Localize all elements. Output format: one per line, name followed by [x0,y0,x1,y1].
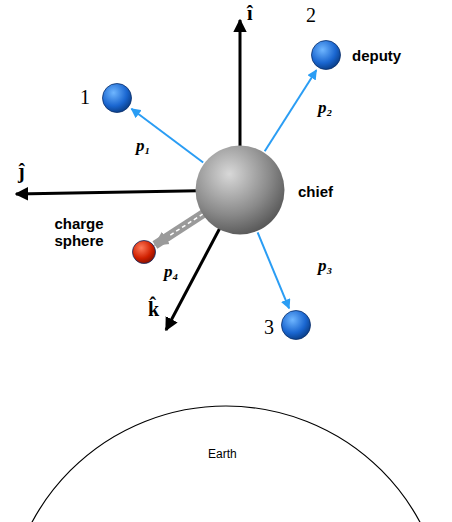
axis-label: î [247,2,253,25]
vector-label: p₃ [318,256,332,276]
axis-label: ĵ [18,160,25,183]
callout-number: 3 [264,316,274,339]
deputy-sphere-outline [311,40,341,70]
deputy-sphere: 1 [102,83,132,113]
earth-circle: Earth [5,405,447,522]
vector-label: p₁ [136,136,150,156]
deputy-sphere: 2deputy [311,40,341,70]
position-vector-line [265,70,317,151]
vector-label: p₂ [318,98,332,118]
position-vector-arrow [265,70,317,151]
callout-number: 2 [306,4,316,27]
earth-circle-outline [5,405,447,522]
axis-label: k̂ [148,298,159,321]
deputy-sphere: 3 [281,310,311,340]
position-vector-arrow [258,232,289,308]
position-vector-line [131,109,203,163]
chief-sphere [196,146,285,235]
earth-circle [6,406,446,522]
chief-sphere-outline [195,145,285,235]
deputy-sphere [282,311,311,340]
deputy-sphere-outline [102,83,132,113]
position-vector-arrow [131,109,203,163]
charge-rod [155,210,209,245]
charge-sphere: charge sphere [132,240,156,264]
vector-label: p₄ [164,262,178,282]
chief-label: chief [298,183,333,200]
earth-label: Earth [208,447,237,461]
charge-sphere-outline [132,240,156,264]
position-vector-line [258,232,289,308]
charge-rod-arrow [155,210,209,245]
charge-sphere [133,241,156,264]
callout-number: 1 [80,86,90,109]
deputy-sphere [312,41,341,70]
deputy-sphere [103,84,132,113]
charge-sphere-label: charge sphere [48,215,110,250]
deputy-sphere-outline [281,310,311,340]
chief-sphere: chief [195,145,285,235]
deputy-label: deputy [352,47,401,64]
